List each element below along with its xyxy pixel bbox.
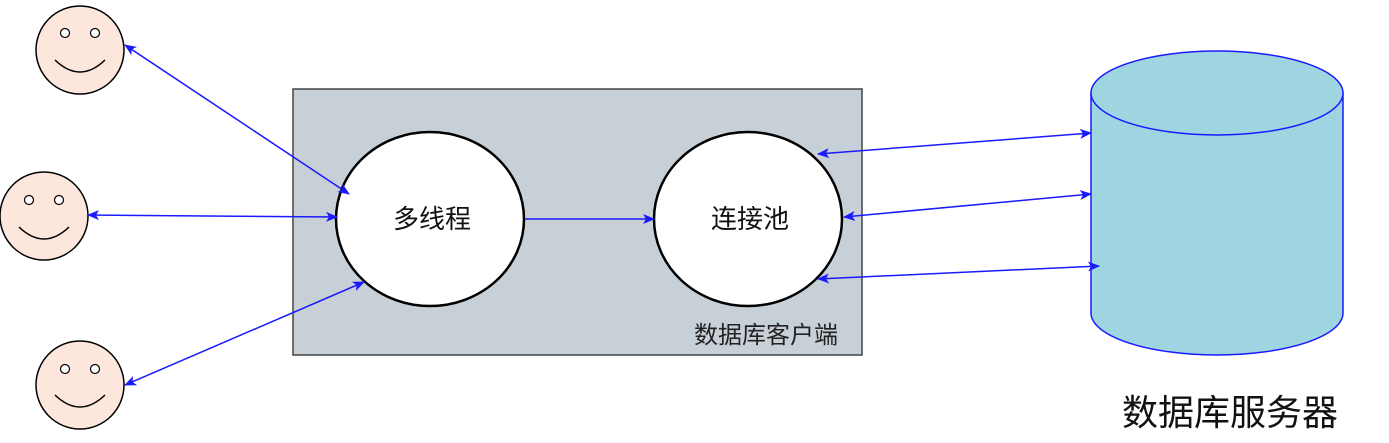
- multithread-node: 多线程: [334, 130, 526, 308]
- arrow-pool-db-bottom: [817, 261, 1100, 284]
- arrow-pool-db-middle: [843, 190, 1092, 221]
- server-label: 数据库服务器: [1122, 393, 1338, 434]
- arrow-user-top-multithread: [124, 44, 350, 195]
- pool-label: 连接池: [711, 205, 789, 235]
- client-label: 数据库客户端: [694, 321, 838, 349]
- arrow-user-middle-multithread: [87, 210, 338, 222]
- user-top-icon: [35, 5, 125, 95]
- user-middle-icon: [0, 171, 89, 261]
- database-cylinder-icon: [1090, 50, 1344, 356]
- arrow-pool-db-top: [817, 128, 1092, 159]
- user-bottom-icon: [35, 340, 125, 430]
- pool-node: 连接池: [652, 130, 844, 308]
- multithread-label: 多线程: [393, 205, 471, 235]
- arrow-user-bottom-multithread: [124, 281, 365, 386]
